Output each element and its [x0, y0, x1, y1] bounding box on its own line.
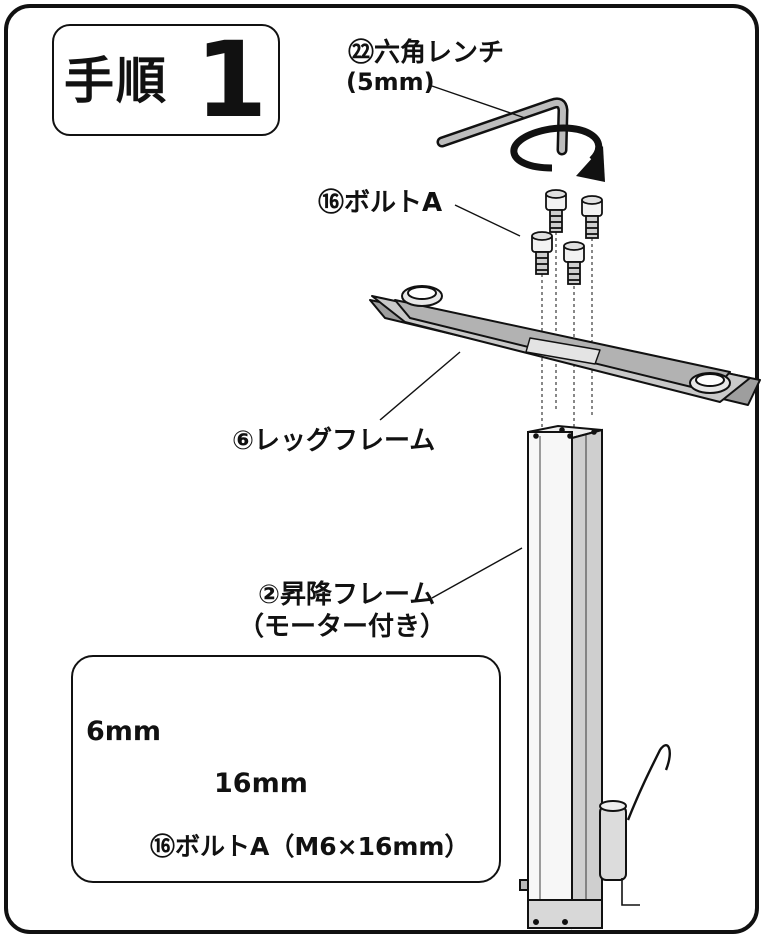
bolt-a-icon — [531, 189, 603, 285]
motor — [599, 800, 640, 906]
step-header — [52, 24, 280, 136]
step-number: 1 — [195, 19, 268, 141]
wrench-label: ㉒六角レンチ — [348, 38, 505, 68]
leveler-foot — [689, 372, 731, 394]
page-frame — [4, 4, 759, 934]
bolt-spec-caption: ⑯ボルトA（M6×16mm） — [150, 832, 470, 861]
hex-wrench — [436, 97, 569, 156]
step-title: 手順 — [64, 52, 168, 110]
wrench-size-label: (5mm) — [346, 68, 435, 96]
leg-frame-label: ⑥レッグフレーム — [232, 426, 436, 456]
diameter-dimension: 6mm — [86, 716, 162, 747]
length-dimension: 16mm — [214, 768, 308, 799]
motor-cable — [626, 744, 671, 821]
lifting-frame — [519, 424, 671, 930]
bolt-detail-panel — [71, 655, 501, 883]
lift-frame-note: （モーター付き） — [238, 612, 447, 642]
leveler-foot — [401, 285, 443, 307]
leg-frame — [369, 285, 761, 406]
leader-lines — [379, 85, 526, 599]
bolt-label: ⑯ボルトA — [318, 188, 443, 218]
rotation-arrow-icon — [510, 124, 605, 182]
lift-frame-label: ②昇降フレーム — [258, 580, 436, 610]
